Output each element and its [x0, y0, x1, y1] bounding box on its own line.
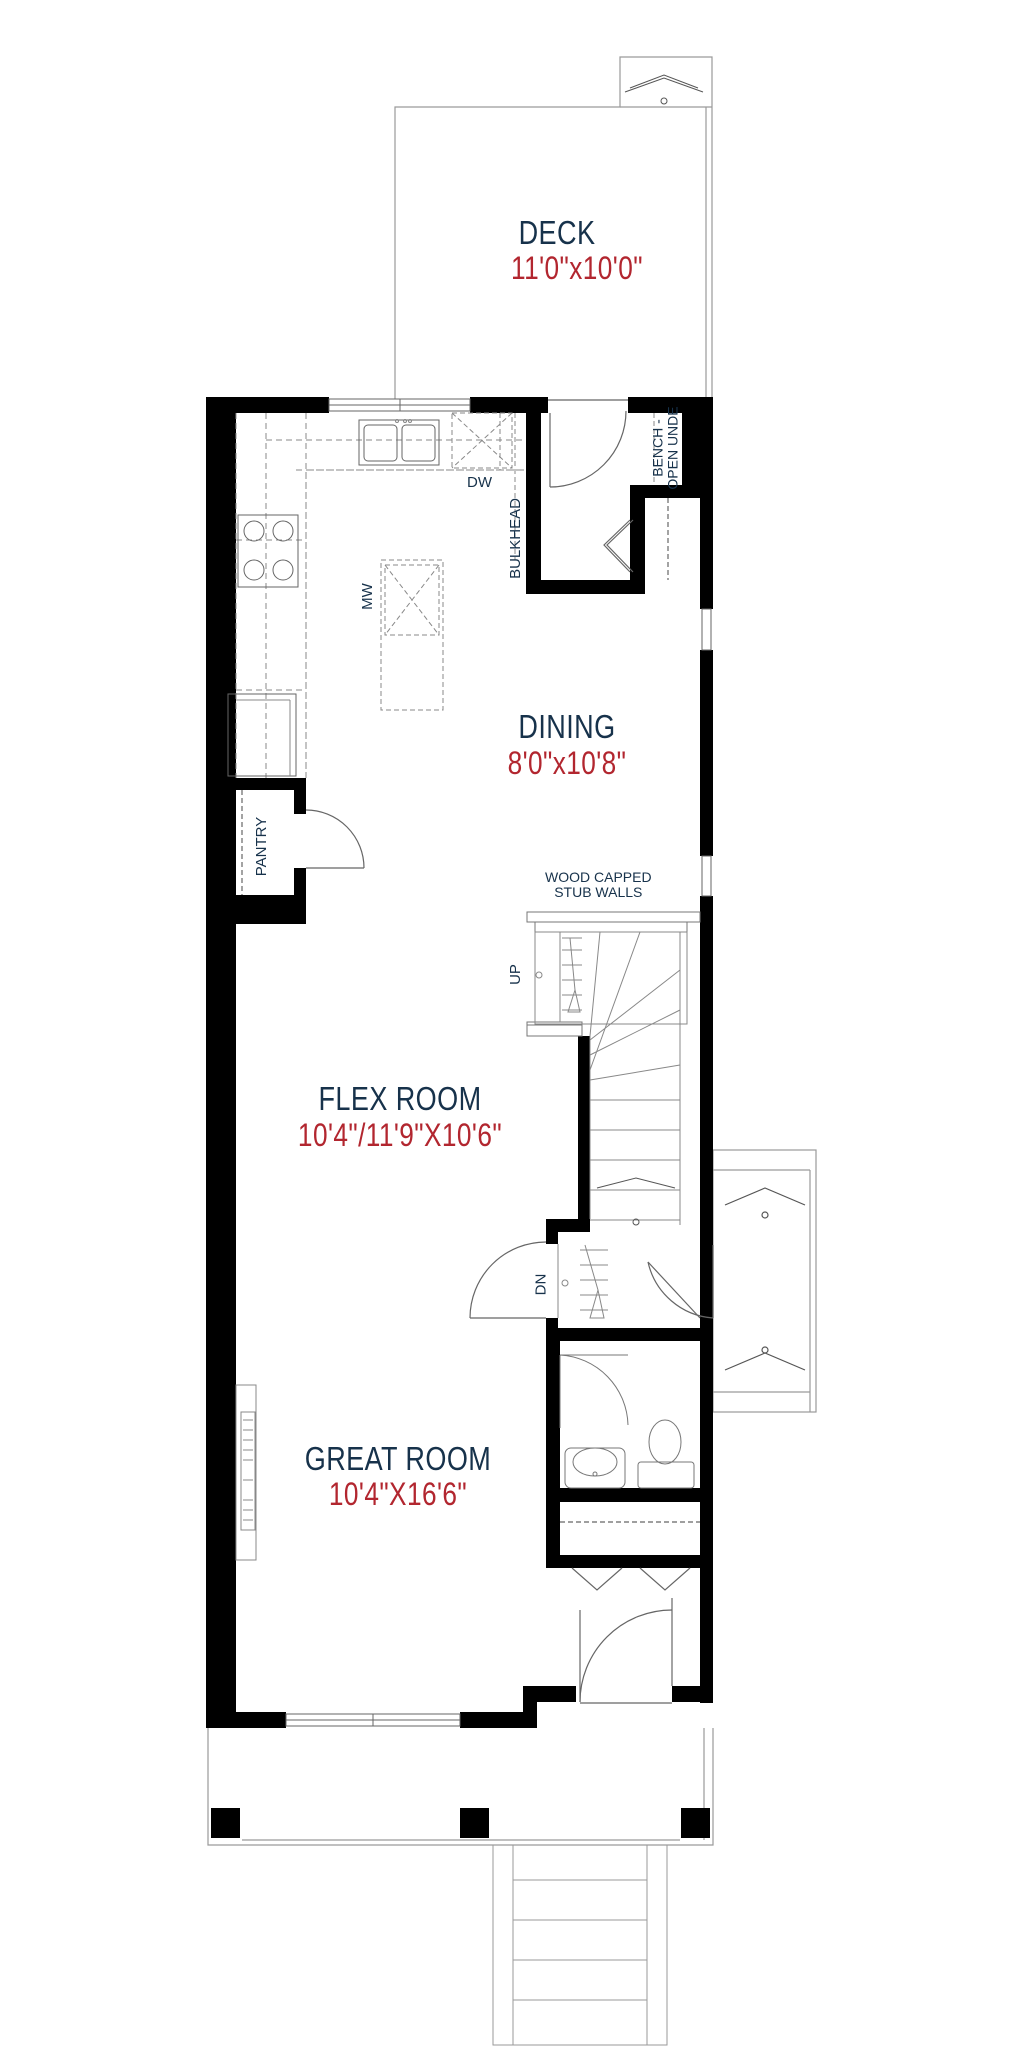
front-closet-door [560, 1521, 700, 1591]
front-steps [492, 1844, 668, 2046]
porch-posts [211, 1808, 710, 1838]
stub-walls [526, 911, 701, 1037]
powder-room [559, 1354, 695, 1489]
pantry-label: PANTRY [253, 816, 271, 877]
bulkhead-label: BULKHEAD [506, 498, 524, 579]
closet-bifold-door [603, 498, 669, 580]
stair-up-label: UP [506, 964, 524, 985]
mudroom-door [548, 399, 628, 488]
basement-stair [557, 1244, 608, 1319]
deck-step-marker [624, 74, 704, 105]
pantry-door [241, 790, 365, 895]
bench-label: BENCH - OPEN UNDE [649, 406, 681, 490]
mw-label: MW [358, 583, 376, 610]
dw-label: DW [467, 474, 492, 491]
stair-down-label: DN [532, 1273, 550, 1296]
great-room-dims: 10'4"X16'6" [328, 1476, 468, 1512]
fireplace [235, 1384, 257, 1561]
great-room-name: GREAT ROOM [304, 1440, 492, 1477]
deck-outline [394, 56, 713, 400]
interior-walls [236, 397, 713, 1568]
bench-label-line2: OPEN UNDE [664, 406, 681, 490]
basement-door [469, 1241, 547, 1319]
stub-walls-line2: STUB WALLS [554, 884, 643, 900]
dining-name: DINING [518, 708, 616, 745]
side-entry-door [647, 1245, 714, 1319]
deck-dims: 11'0"x10'0" [511, 250, 643, 286]
stub-walls-label: WOOD CAPPED STUB WALLS [545, 870, 652, 900]
flex-room-dims: 10'4"/11'9"X10'6" [297, 1117, 503, 1153]
side-landing [712, 1149, 817, 1413]
front-door [579, 1598, 673, 1704]
flex-room-name: FLEX ROOM [318, 1080, 482, 1117]
bench-label-line1: BENCH - [649, 419, 666, 477]
stub-walls-line1: WOOD CAPPED [545, 869, 652, 885]
exterior-walls [206, 397, 713, 1728]
dining-dims: 8'0"x10'8" [507, 745, 627, 781]
deck-name: DECK [518, 214, 596, 251]
staircase [534, 931, 688, 1226]
kitchen [227, 412, 526, 778]
windows [285, 398, 712, 1727]
